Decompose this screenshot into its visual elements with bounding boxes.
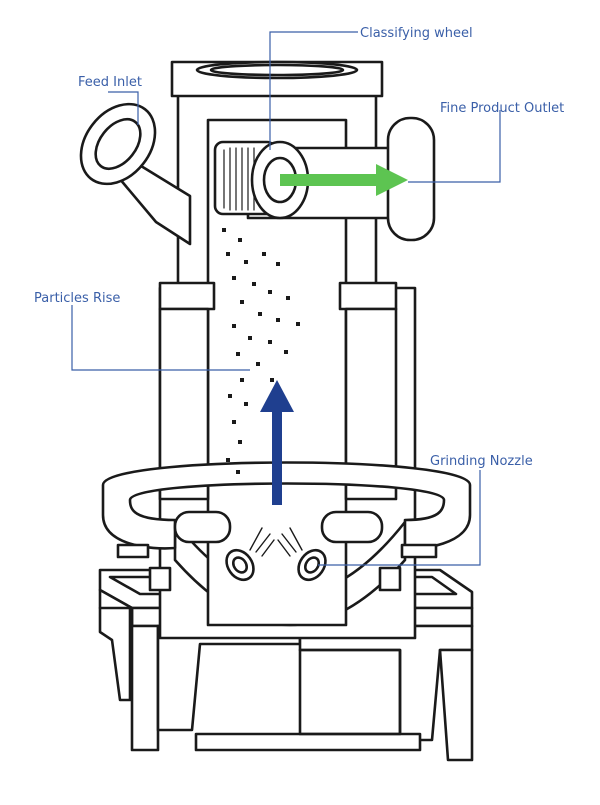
jet-mill-body (79, 60, 474, 762)
grinding-nozzles (225, 527, 327, 582)
label-feed-inlet: Feed Inlet (78, 75, 142, 90)
leader-grinding-nozzle (318, 470, 481, 566)
leader-fine-product-outlet (408, 110, 501, 183)
label-classifying-wheel: Classifying wheel (360, 26, 473, 41)
leader-particles-rise (71, 305, 250, 371)
product-outflow-arrow (280, 164, 408, 196)
label-particles-rise: Particles Rise (34, 291, 120, 306)
leader-classifying-wheel (269, 31, 358, 150)
label-grinding-nozzle: Grinding Nozzle (430, 454, 533, 469)
leader-feed-inlet (108, 91, 139, 125)
particle-dots (222, 228, 300, 474)
upflow-arrow (260, 380, 294, 505)
labels: Classifying wheel Feed Inlet Fine Produc… (34, 26, 564, 469)
feed-inlet-pipe (79, 102, 192, 246)
leader-lines (71, 31, 501, 566)
grinding-ring (101, 461, 472, 592)
label-fine-product-outlet: Fine Product Outlet (440, 101, 564, 116)
